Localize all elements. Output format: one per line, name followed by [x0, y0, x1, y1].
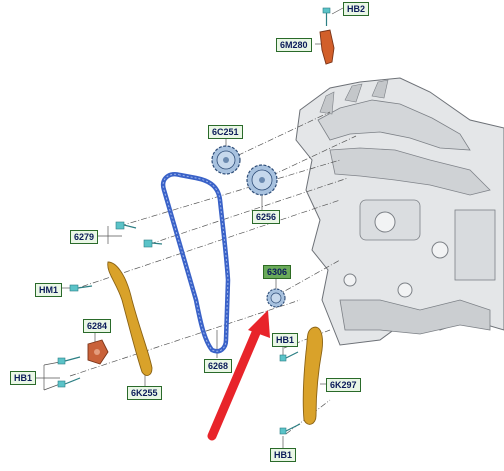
- bolt-hb1-right-top: [279, 351, 299, 362]
- callout-6k255: 6K255: [127, 386, 162, 400]
- bolts: [57, 7, 331, 435]
- callout-hb1-left: HB1: [10, 371, 37, 385]
- callout-6256: 6256: [252, 210, 281, 224]
- callout-hb2: HB2: [343, 2, 370, 16]
- callout-6m280: 6M280: [276, 38, 312, 52]
- callout-hb1-right-top: HB1: [272, 333, 299, 347]
- callout-hm1: HM1: [35, 283, 63, 297]
- bolt-hb1-left-lower: [57, 377, 81, 388]
- engine-block: [295, 77, 504, 346]
- bolt-hb1-bottom: [279, 423, 301, 435]
- crankshaft-sprocket: [266, 288, 286, 308]
- red-arrow-icon: [207, 310, 270, 441]
- bolt-hm1: [69, 284, 93, 292]
- chain-tensioner: [87, 339, 109, 365]
- bolt-6279-upper: [115, 221, 137, 230]
- callout-6279: 6279: [70, 230, 99, 244]
- callout-connectors: [36, 7, 344, 448]
- chain-links: [162, 173, 229, 352]
- tensioner-arm-right: [302, 326, 323, 425]
- callout-6c251: 6C251: [208, 125, 243, 139]
- cam-gear-exhaust: [246, 164, 278, 196]
- chain-guide-left: [107, 261, 153, 376]
- callout-hb1-bottom: HB1: [270, 448, 297, 462]
- timing-chain: [160, 172, 231, 354]
- cam-gear-intake: [211, 145, 241, 175]
- bolt-6279-lower: [143, 239, 163, 248]
- callout-6k297: 6K297: [326, 378, 361, 392]
- bolt-hb2: [322, 7, 331, 26]
- bolt-hb1-left-upper: [57, 356, 81, 365]
- callout-6268: 6268: [204, 359, 233, 373]
- callout-6284: 6284: [83, 319, 112, 333]
- callout-6306: 6306: [263, 265, 292, 279]
- sensor-6m280: [319, 29, 335, 65]
